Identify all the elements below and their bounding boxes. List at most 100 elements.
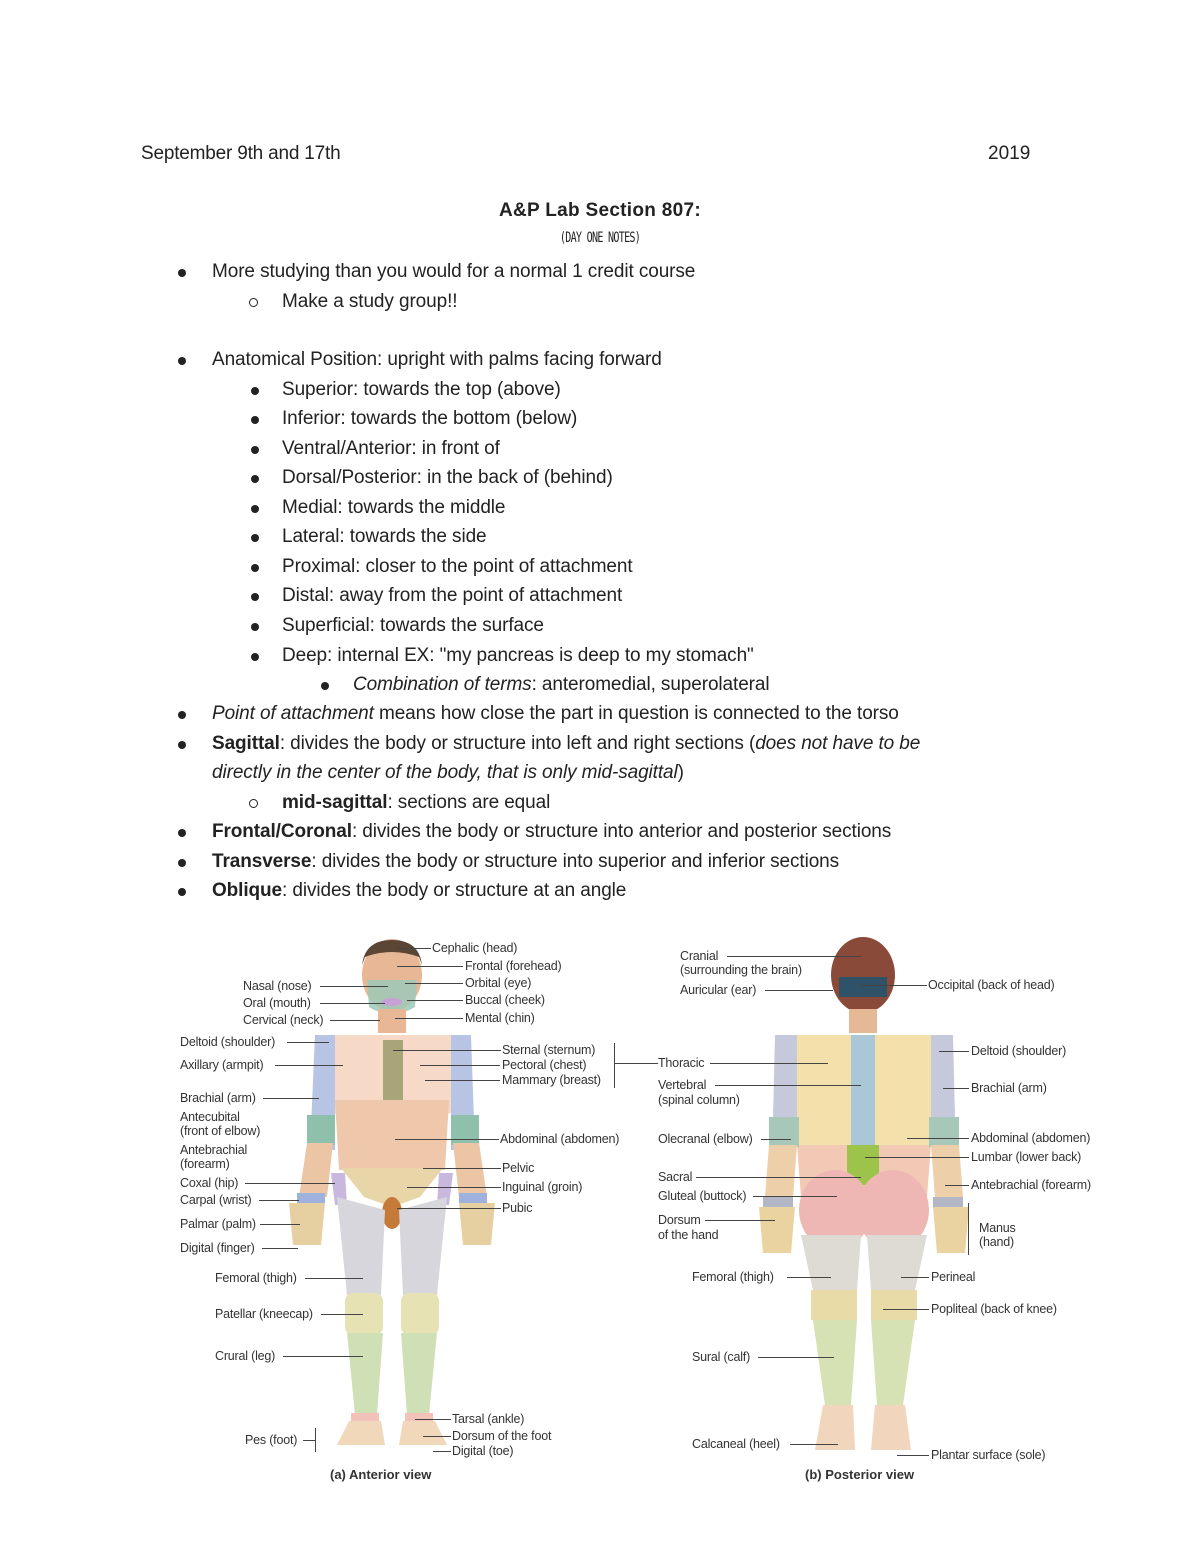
leader-line	[405, 983, 463, 984]
bold-term: Transverse	[212, 851, 312, 872]
label-femoral-posterior: Femoral (thigh)	[692, 1270, 774, 1284]
leader-line	[397, 966, 463, 967]
leader-line	[433, 1451, 451, 1452]
label-brachial: Brachial (arm)	[180, 1091, 256, 1105]
label-olecranal: Olecranal (elbow)	[658, 1132, 753, 1146]
label-dorsum-hand: Dorsum	[658, 1213, 701, 1227]
term-definition: : divides the body or structure into lef…	[279, 733, 756, 754]
leader-line	[263, 1098, 319, 1099]
term-definition: : divides the body or structure into ant…	[351, 821, 892, 842]
label-oral: Oral (mouth)	[243, 996, 311, 1010]
label-cephalic: Cephalic (head)	[432, 941, 518, 955]
label-brachial-posterior: Brachial (arm)	[971, 1081, 1047, 1095]
label-occipital: Occipital (back of head)	[928, 978, 1055, 992]
page-subtitle: (DAY ONE NOTES)	[559, 230, 641, 246]
leader-line	[395, 1018, 463, 1019]
label-cervical: Cervical (neck)	[243, 1013, 324, 1027]
leader-line	[790, 1444, 838, 1445]
note-subitem: Superior: towards the top (above)	[282, 379, 561, 400]
label-femoral: Femoral (thigh)	[215, 1271, 297, 1285]
bullet-icon	[251, 446, 259, 454]
bullet-icon	[178, 829, 186, 837]
label-gluteal: Gluteal (buttock)	[658, 1189, 747, 1203]
bullet-icon	[178, 888, 186, 896]
bullet-icon	[251, 387, 259, 395]
leader-line	[758, 1357, 834, 1358]
label-abdominal: Abdominal (abdomen)	[500, 1132, 620, 1146]
label-coxal: Coxal (hip)	[180, 1176, 239, 1190]
anterior-body-illustration	[289, 937, 969, 1450]
label-deltoid-posterior: Deltoid (shoulder)	[971, 1044, 1067, 1058]
leader-line	[407, 1000, 463, 1001]
label-deltoid: Deltoid (shoulder)	[180, 1035, 276, 1049]
leader-line	[727, 956, 861, 957]
label-calcaneal: Calcaneal (heel)	[692, 1437, 780, 1451]
leader-line	[787, 1277, 831, 1278]
label-digital-finger: Digital (finger)	[180, 1241, 255, 1255]
label-popliteal: Popliteal (back of knee)	[931, 1302, 1057, 1316]
note-subitem: Inferior: towards the bottom (below)	[282, 408, 578, 429]
label-mental: Mental (chin)	[465, 1011, 535, 1025]
label-antebrachial-posterior: Antebrachial (forearm)	[971, 1178, 1091, 1192]
leader-line	[715, 1085, 861, 1086]
leader-line	[865, 1157, 969, 1158]
label-manus: Manus	[979, 1221, 1016, 1235]
label-nasal: Nasal (nose)	[243, 979, 312, 993]
label-crural: Crural (leg)	[215, 1349, 276, 1363]
leader-line	[696, 1177, 861, 1178]
note-item: Sagittal: divides the body or structure …	[212, 733, 920, 755]
label-pectoral: Pectoral (chest)	[502, 1058, 587, 1072]
leader-line	[423, 1436, 451, 1437]
term-definition: : divides the body or structure into sup…	[311, 851, 840, 872]
page-title: A&P Lab Section 807:	[498, 200, 702, 221]
note-subitem: Deep: internal EX: "my pancreas is deep …	[282, 645, 754, 666]
bullet-icon	[251, 534, 259, 542]
leader-line	[397, 948, 431, 949]
leader-line	[765, 990, 833, 991]
label-dorsum-hand-sub: of the hand	[658, 1228, 719, 1242]
label-vertebral-sub: (spinal column)	[658, 1093, 740, 1107]
leader-line	[897, 1455, 929, 1456]
italic-note: does not have to be	[755, 733, 921, 754]
leader-line	[260, 1224, 300, 1225]
italic-term: Point of attachment	[212, 703, 374, 724]
body-regions-figure: Cephalic (head) Frontal (forehead) Orbit…	[175, 935, 1110, 1490]
note-item: Point of attachment means how close the …	[212, 703, 899, 725]
note-item: Anatomical Position: upright with palms …	[212, 349, 662, 370]
note-subsubitem: Combination of terms: anteromedial, supe…	[353, 674, 770, 696]
leader-line	[275, 1065, 343, 1066]
italic-note: directly in the center of the body, that…	[212, 762, 678, 783]
label-thoracic: Thoracic	[658, 1056, 705, 1070]
hollow-bullet-icon	[249, 298, 258, 307]
leader-line	[287, 1042, 329, 1043]
term-definition: : divides the body or structure at an an…	[282, 880, 627, 901]
label-abdominal-posterior: Abdominal (abdomen)	[971, 1131, 1091, 1145]
bullet-icon	[321, 682, 329, 690]
leader-line	[705, 1220, 775, 1221]
bullet-icon	[178, 711, 186, 719]
bracket-line	[315, 1428, 316, 1452]
leader-line	[321, 1314, 363, 1315]
caption-posterior: (b) Posterior view	[805, 1467, 915, 1482]
leader-line	[861, 985, 927, 986]
label-orbital: Orbital (eye)	[465, 976, 532, 990]
label-tarsal: Tarsal (ankle)	[452, 1412, 525, 1426]
bullet-icon	[178, 269, 186, 277]
leader-line	[397, 1208, 501, 1209]
bullet-icon	[251, 416, 259, 424]
note-subitem: Distal: away from the point of attachmen…	[282, 585, 623, 606]
label-auricular: Auricular (ear)	[680, 983, 757, 997]
term-definition: : anteromedial, superolateral	[531, 674, 770, 695]
leader-line	[305, 1278, 363, 1279]
note-subitem: Make a study group!!	[282, 291, 458, 312]
note-item: Oblique: divides the body or structure a…	[212, 880, 626, 902]
leader-line	[320, 986, 388, 987]
leader-line	[614, 1063, 658, 1064]
label-frontal: Frontal (forehead)	[465, 959, 562, 973]
label-lumbar: Lumbar (lower back)	[971, 1150, 1082, 1164]
leader-line	[393, 1050, 501, 1051]
leader-line	[907, 1138, 969, 1139]
label-pes: Pes (foot)	[245, 1433, 298, 1447]
leader-line	[753, 1196, 837, 1197]
leader-line	[761, 1139, 791, 1140]
